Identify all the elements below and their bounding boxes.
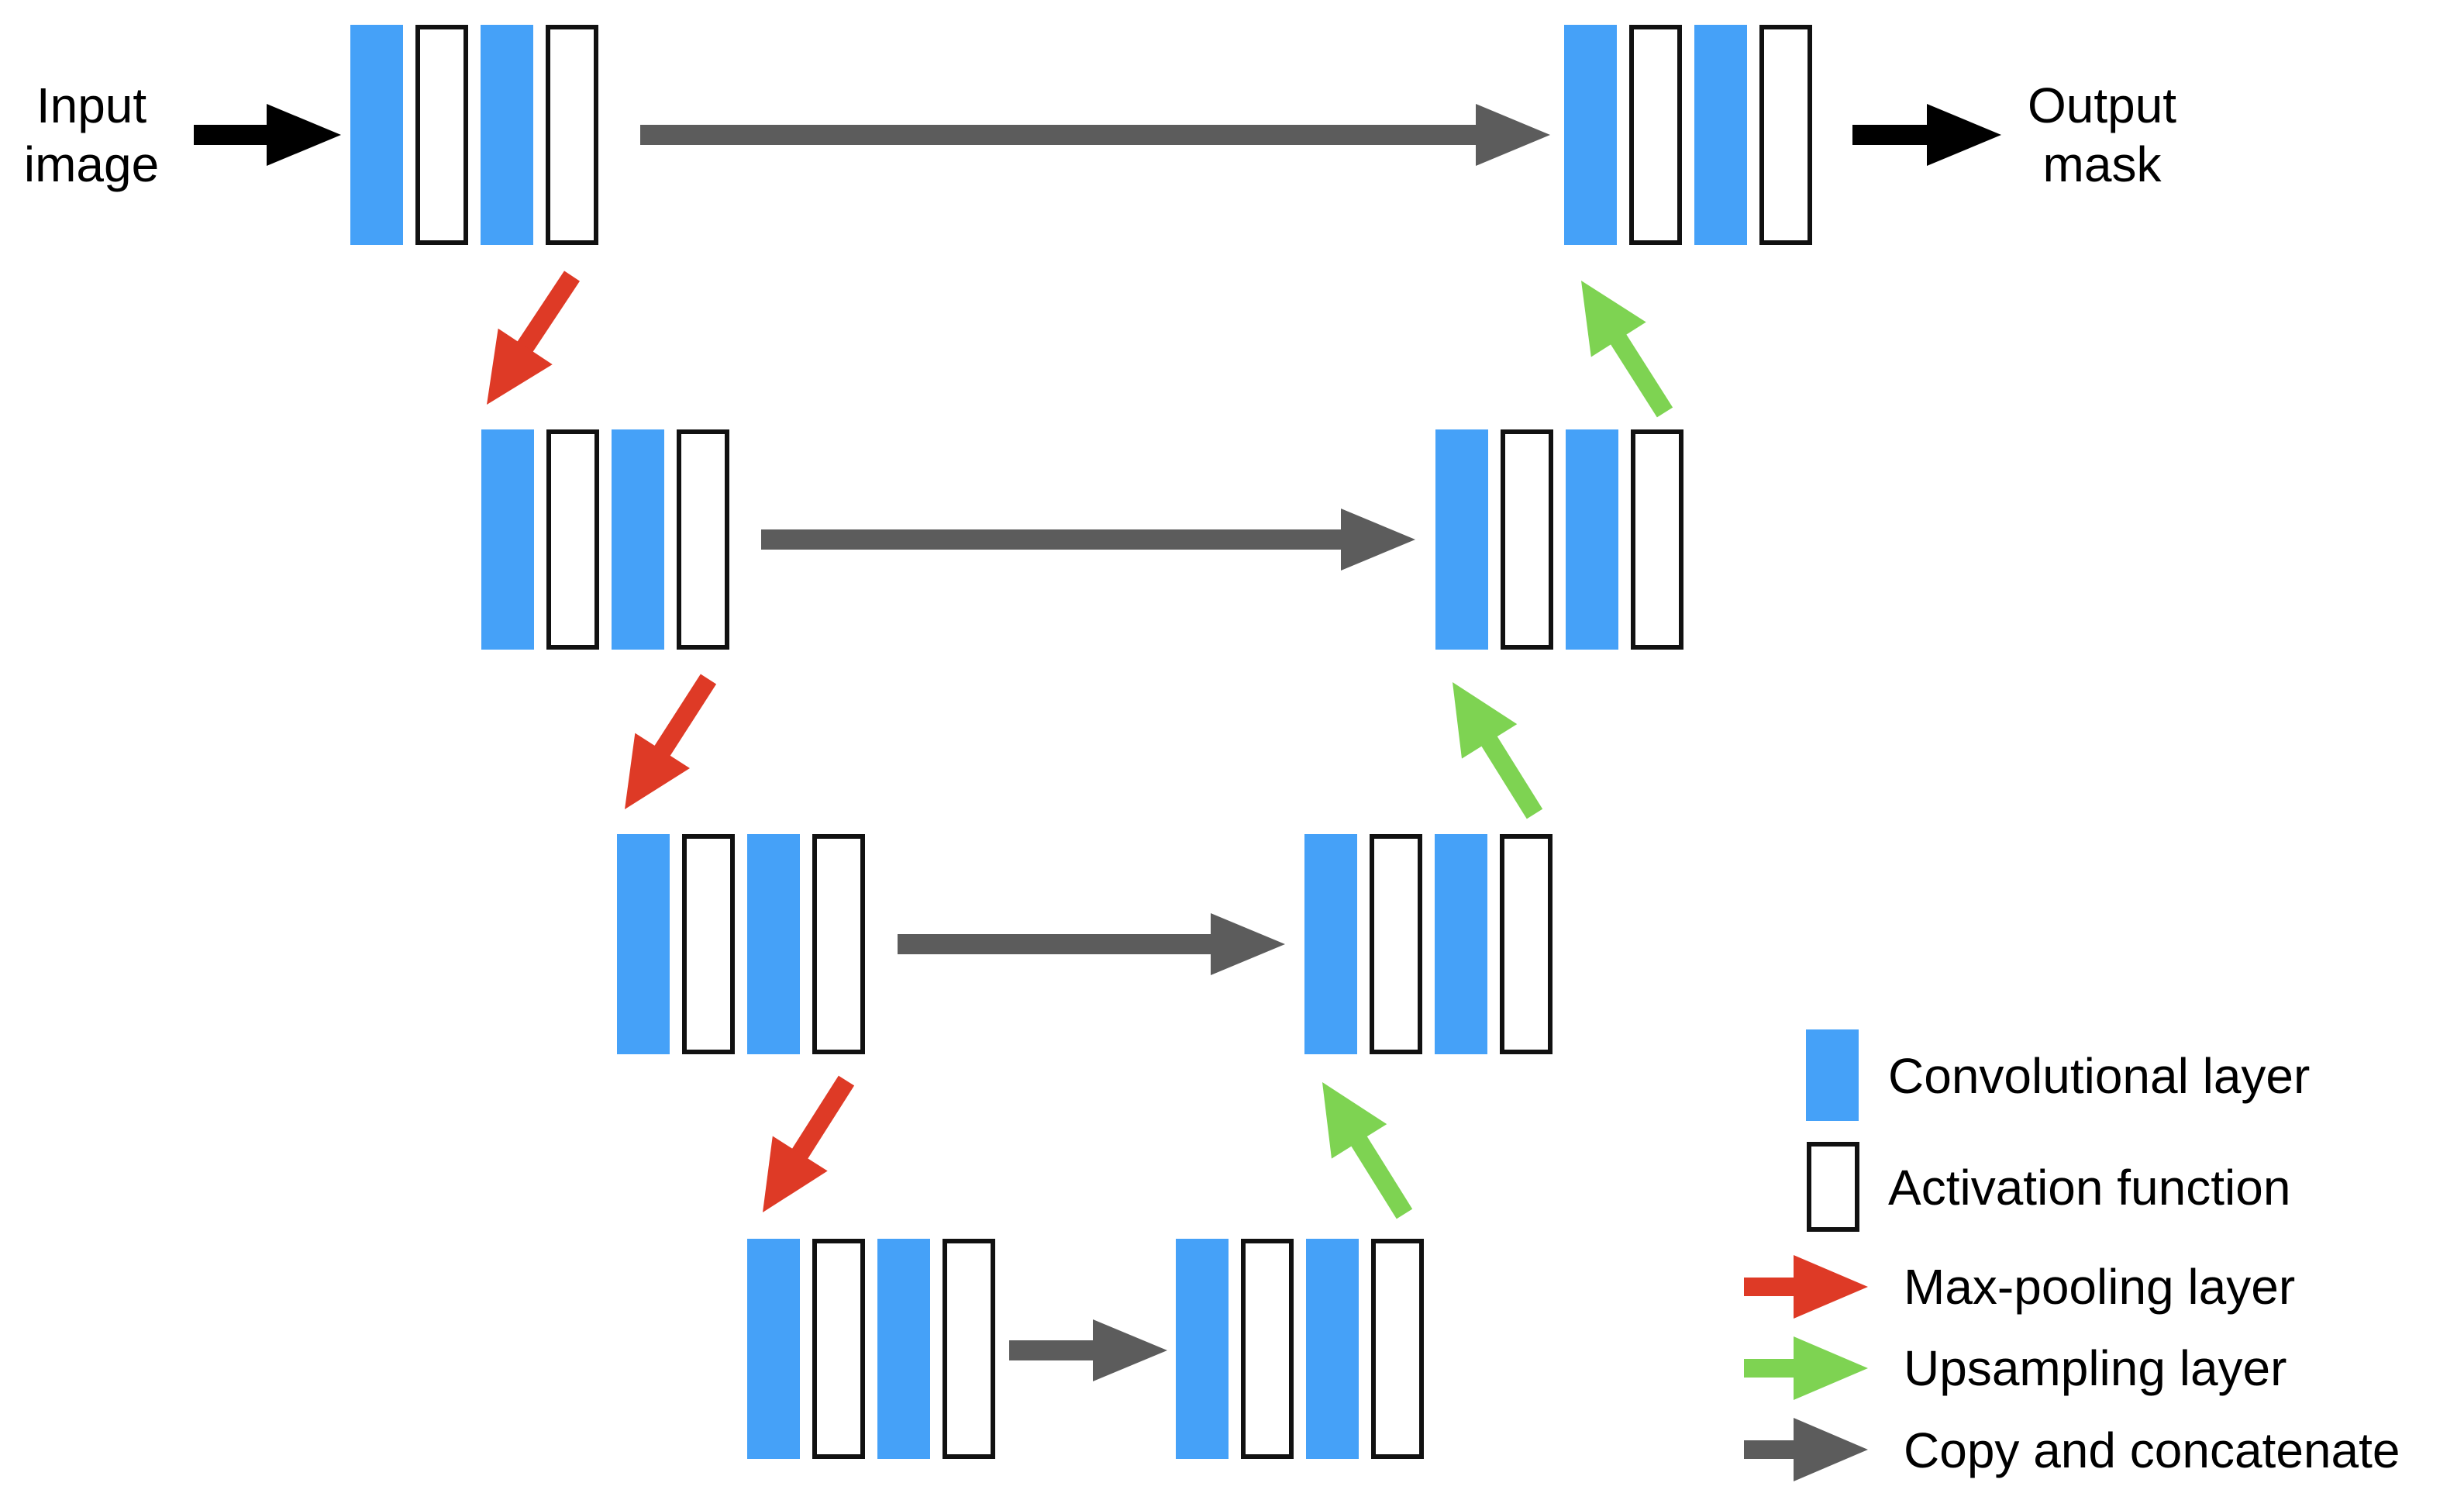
- conv-layer: [617, 834, 670, 1054]
- encoder-block-2: [481, 429, 729, 650]
- conv-layer: [747, 1239, 800, 1459]
- conv-layer: [1566, 429, 1618, 650]
- conv-layer: [612, 429, 664, 650]
- legend-copy-label: Copy and concatenate: [1904, 1422, 2400, 1478]
- upsample-arrow-2: [1453, 682, 1543, 819]
- legend-copy-arrow: [1744, 1418, 1868, 1481]
- activation-layer: [415, 25, 468, 245]
- conv-layer: [1435, 429, 1488, 650]
- conv-layer: [1564, 25, 1617, 245]
- conv-layer: [1694, 25, 1747, 245]
- activation-layer: [1241, 1239, 1294, 1459]
- output-arrow: [1852, 104, 2001, 166]
- activation-layer: [546, 25, 598, 245]
- encoder-block-4: [747, 1239, 995, 1459]
- conv-layer: [1435, 834, 1487, 1054]
- conv-layer: [481, 429, 534, 650]
- activation-layer: [1500, 834, 1552, 1054]
- maxpool-arrow-3: [763, 1075, 855, 1212]
- conv-layer: [877, 1239, 930, 1459]
- copy-arrow-level-4: [1009, 1319, 1167, 1381]
- copy-arrow-level-2: [761, 509, 1415, 571]
- activation-layer: [1371, 1239, 1424, 1459]
- legend-maxpool-label: Max-pooling layer: [1904, 1259, 2295, 1315]
- conv-layer: [1176, 1239, 1229, 1459]
- activation-layer: [1629, 25, 1682, 245]
- activation-layer: [1370, 834, 1422, 1054]
- conv-layer: [350, 25, 403, 245]
- activation-layer: [943, 1239, 995, 1459]
- conv-layer: [747, 834, 800, 1054]
- input-label-line2: image: [24, 136, 159, 192]
- legend-upsample-arrow: [1744, 1336, 1868, 1400]
- copy-arrow-level-1: [640, 104, 1550, 166]
- legend-conv-swatch: [1806, 1029, 1859, 1121]
- activation-layer: [682, 834, 735, 1054]
- arrow-layer: [194, 104, 2001, 1381]
- activation-layer: [1631, 429, 1683, 650]
- upsample-arrow-3: [1322, 1082, 1413, 1219]
- input-arrow: [194, 104, 341, 166]
- conv-layer: [481, 25, 533, 245]
- legend-maxpool-arrow: [1744, 1255, 1868, 1319]
- activation-layer: [812, 1239, 865, 1459]
- output-label-line2: mask: [2043, 136, 2162, 192]
- legend: Convolutional layer Activation function …: [1744, 1029, 2400, 1481]
- activation-layer: [1759, 25, 1812, 245]
- decoder-block-1: [1564, 25, 1812, 245]
- legend-activation-swatch: [1807, 1142, 1859, 1232]
- conv-layer: [1304, 834, 1357, 1054]
- legend-activation-label: Activation function: [1888, 1160, 2290, 1216]
- activation-layer: [546, 429, 599, 650]
- legend-conv-label: Convolutional layer: [1888, 1048, 2310, 1104]
- activation-layer: [812, 834, 865, 1054]
- legend-upsample-label: Upsampling layer: [1904, 1340, 2287, 1396]
- input-label-line1: Input: [36, 78, 147, 133]
- decoder-block-4: [1176, 1239, 1424, 1459]
- maxpool-arrow-2: [625, 674, 717, 809]
- encoder-block-3: [617, 834, 865, 1054]
- activation-layer: [1501, 429, 1553, 650]
- activation-layer: [677, 429, 729, 650]
- copy-arrow-level-3: [898, 913, 1285, 975]
- encoder-block-1: [350, 25, 598, 245]
- upsample-arrow-1: [1581, 281, 1673, 418]
- decoder-block-3: [1304, 834, 1552, 1054]
- output-label-line1: Output: [2028, 78, 2176, 133]
- decoder-block-2: [1435, 429, 1683, 650]
- conv-layer: [1306, 1239, 1359, 1459]
- maxpool-arrow-1: [487, 271, 581, 405]
- layer-blocks: [350, 25, 1812, 1459]
